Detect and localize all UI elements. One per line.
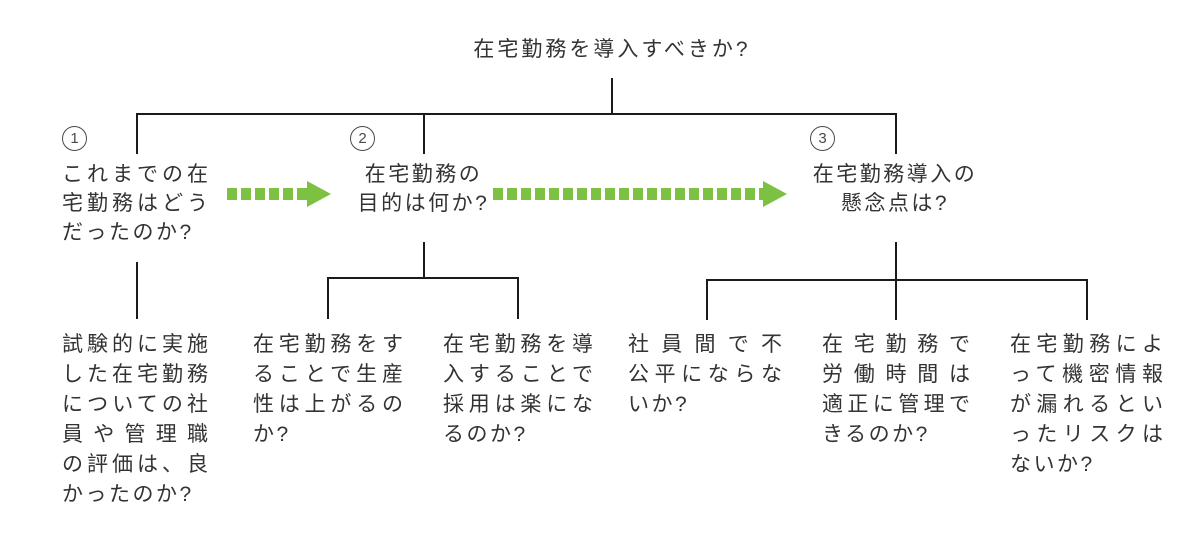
- root-question: 在宅勤務を導入すべきか?: [473, 38, 751, 61]
- connector-drop-branch1: [136, 113, 138, 154]
- subquestion-3-2: 在宅勤務で労働時間は適正に管理できるのか?: [822, 333, 970, 446]
- arrow-dashes: [493, 188, 765, 200]
- subquestion-2-1: 在宅勤務をすることで生産性は上がるのか?: [253, 333, 403, 446]
- arrow-dashes: [227, 188, 309, 200]
- step-number-2: 2: [350, 126, 375, 151]
- connector-branch3-drop-right: [1086, 279, 1088, 320]
- branch2-question: 在宅勤務の目的は何か?: [357, 163, 490, 215]
- connector-drop-branch2: [423, 113, 425, 154]
- connector-branch2-stem: [423, 242, 425, 279]
- connector-branch3-drop-middle: [895, 279, 897, 320]
- connector-branch1-child: [136, 262, 138, 319]
- branch1-question: これまでの在宅勤務はどうだったのか?: [62, 163, 208, 244]
- subquestion-3-3: 在宅勤務によって機密情報が漏れるといったリスクはないか?: [1010, 333, 1163, 476]
- connector-root-stem: [611, 78, 613, 115]
- connector-branch2-drop-right: [517, 277, 519, 319]
- step-number-1: 1: [62, 126, 87, 151]
- connector-branch2-horizontal: [327, 277, 519, 279]
- connector-branch3-horizontal: [706, 279, 1088, 281]
- green-dashed-arrow-1: [227, 180, 331, 208]
- subquestion-1-1: 試験的に実施した在宅勤務についての社員や管理職の評価は、良かったのか?: [62, 333, 208, 506]
- subquestion-3-1: 社員間で不公平にならないか?: [628, 333, 782, 416]
- arrow-head-icon: [307, 181, 331, 207]
- arrow-head-icon: [763, 181, 787, 207]
- connector-branch3-stem: [895, 242, 897, 281]
- connector-main-horizontal: [136, 113, 897, 115]
- branch3-question: 在宅勤務導入の懸念点は?: [812, 163, 978, 215]
- step-number-3: 3: [810, 126, 835, 151]
- subquestion-2-2: 在宅勤務を導入することで採用は楽になるのか?: [443, 333, 593, 446]
- green-dashed-arrow-2: [493, 180, 787, 208]
- connector-branch3-drop-left: [706, 279, 708, 320]
- connector-drop-branch3: [895, 113, 897, 154]
- connector-branch2-drop-left: [327, 277, 329, 319]
